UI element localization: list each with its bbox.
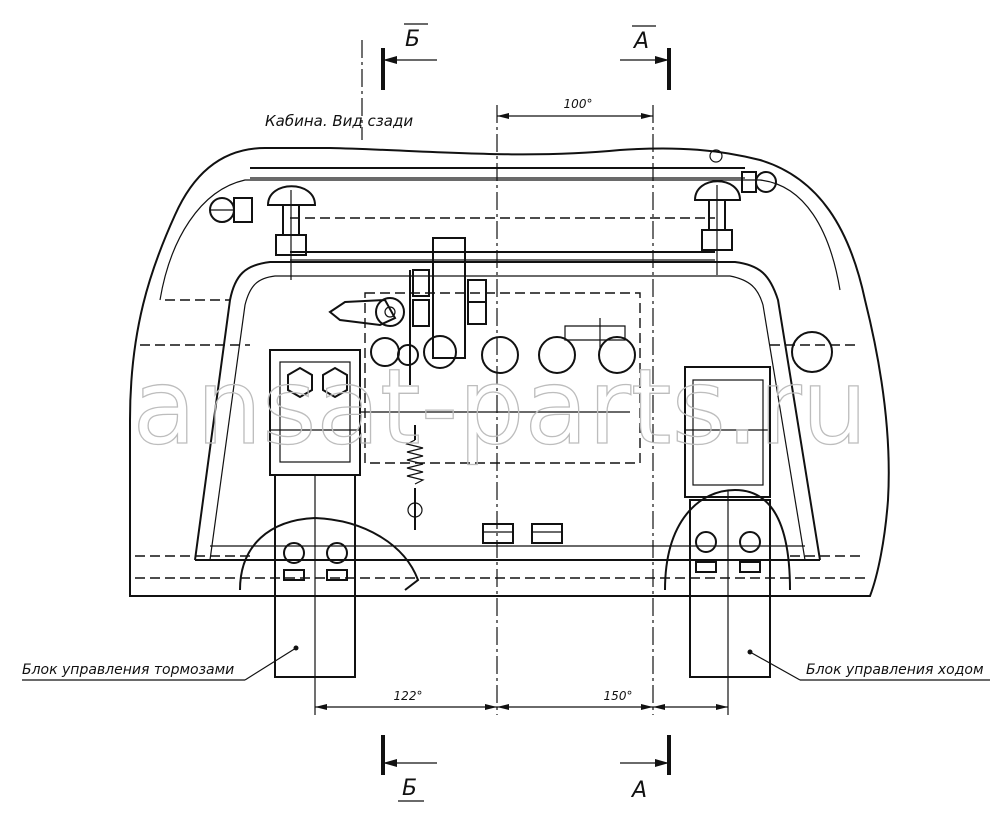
right-side-bolt xyxy=(709,149,777,193)
bottom-nuts xyxy=(482,523,563,544)
section-marker-a-bottom xyxy=(620,735,671,775)
section-marker-b-top xyxy=(381,48,437,90)
section-label-a-top: А xyxy=(632,29,649,54)
view-title: Кабина. Вид сзади xyxy=(265,112,413,130)
callout-brake-unit: Блок управления тормозами xyxy=(22,662,234,678)
dimension-right: 150° xyxy=(604,689,633,703)
callout-leaders xyxy=(22,645,990,681)
section-marker-b-bottom xyxy=(381,735,437,775)
inner-frame xyxy=(194,261,821,561)
right-mount-bolt xyxy=(693,180,742,275)
section-label-a-bottom: А xyxy=(630,778,647,803)
section-marker-a-top xyxy=(620,48,671,90)
left-side-bolt xyxy=(209,197,253,223)
section-label-b-bottom: Б xyxy=(402,776,417,801)
dimension-top: 100° xyxy=(564,97,593,111)
cabin-body xyxy=(129,147,890,597)
callout-travel-unit: Блок управления ходом xyxy=(806,662,984,678)
center-lines xyxy=(361,40,654,715)
section-label-b-top: Б xyxy=(405,27,420,52)
brake-control-block xyxy=(239,349,420,715)
watermark: ansat-parts.ru xyxy=(132,346,867,468)
travel-control-block xyxy=(664,366,791,715)
left-mount-bolt xyxy=(266,185,317,280)
linkage-mechanism xyxy=(328,237,487,530)
dimension-left: 122° xyxy=(394,689,423,703)
dimension-lines xyxy=(315,113,728,710)
